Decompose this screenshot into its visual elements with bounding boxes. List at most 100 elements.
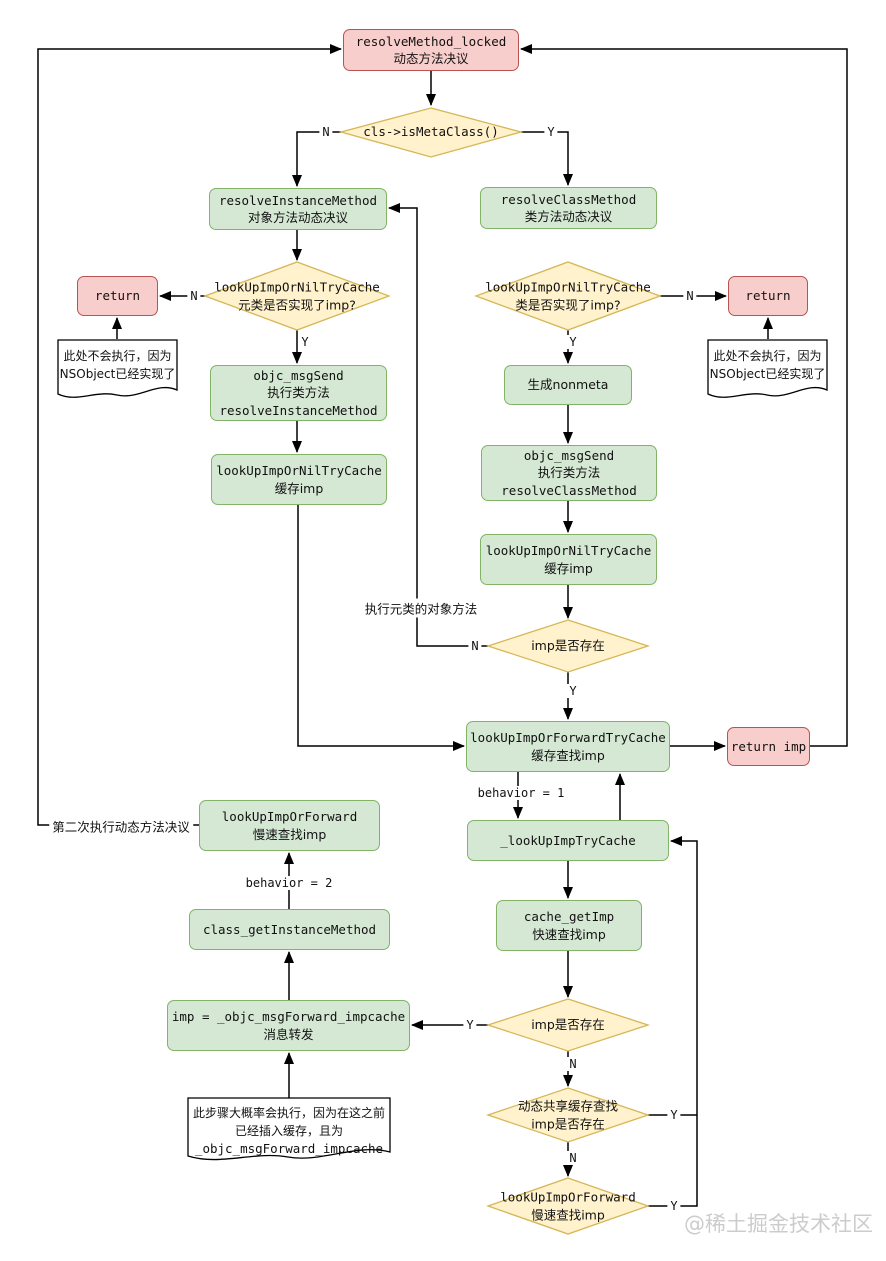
node-text: cache_getImp bbox=[523, 909, 615, 925]
node-text: imp = _objc_msgForward_impcache bbox=[171, 1009, 406, 1025]
node-text: 缓存imp bbox=[544, 560, 593, 576]
node-text: 缓存查找imp bbox=[531, 747, 605, 763]
node-text: 执行类方法 bbox=[537, 465, 601, 481]
decision-text: 元类是否实现了imp? bbox=[238, 297, 356, 312]
decision-text: cls->isMetaClass() bbox=[363, 124, 499, 140]
note-shape-right bbox=[707, 339, 828, 398]
node-text: resolveInstanceMethod bbox=[218, 192, 378, 208]
note-text: 此处不会执行，因为 bbox=[713, 349, 822, 363]
decision-text: imp是否存在 bbox=[531, 1116, 605, 1131]
decision-text: 动态共享缓存查找 bbox=[517, 1098, 619, 1114]
node-text: return bbox=[94, 288, 141, 304]
node-return-imp: return imp bbox=[727, 727, 810, 766]
decision-is-meta-class-label: cls->isMetaClass() bbox=[363, 123, 498, 141]
edge-label-y: Y bbox=[566, 335, 580, 349]
node-lookup-forward-slow: lookUpImpOrForward 慢速查找imp bbox=[199, 800, 380, 851]
connector-lines bbox=[37, 44, 848, 1207]
edge-label-y: Y bbox=[667, 1199, 681, 1213]
node-class-get-instance-method: class_getInstanceMethod bbox=[189, 909, 390, 950]
node-return-left: return bbox=[77, 276, 158, 316]
decision-shapes bbox=[203, 107, 662, 1235]
decision-lookup-nil-meta bbox=[203, 261, 391, 331]
edge-label-n: N bbox=[468, 639, 482, 653]
node-text: return bbox=[745, 288, 791, 304]
node-text: lookUpImpOrNilTryCache bbox=[485, 543, 652, 559]
edge-label-y: Y bbox=[667, 1108, 681, 1122]
edge-label-n: N bbox=[187, 289, 201, 303]
node-text: return imp bbox=[730, 738, 807, 754]
node-text: 对象方法动态决议 bbox=[247, 210, 348, 225]
node-text: resolveMethod_locked bbox=[355, 33, 507, 49]
node-text: lookUpImpOrForward bbox=[221, 809, 358, 825]
node-text: resolveInstanceMethod bbox=[219, 402, 378, 418]
note-left: 此处不会执行，因为 NSObject已经实现了 bbox=[58, 347, 177, 383]
node-msg-forward: imp = _objc_msgForward_impcache 消息转发 bbox=[167, 1000, 410, 1051]
decision-imp-exists-mid-label: imp是否存在 bbox=[531, 637, 605, 655]
node-resolve-class-method: resolveClassMethod 类方法动态决议 bbox=[480, 187, 657, 229]
decision-shared-cache-label: 动态共享缓存查找 imp是否存在 bbox=[518, 1097, 618, 1133]
node-lookup-forward-try-cache: lookUpImpOrForwardTryCache 缓存查找imp bbox=[466, 721, 670, 772]
decision-text: lookUpImpOrNilTryCache bbox=[485, 279, 651, 295]
edge-label-y: Y bbox=[566, 684, 580, 698]
node-text: 生成nonmeta bbox=[527, 377, 609, 393]
decision-imp-exists-mid bbox=[485, 619, 651, 673]
note-text: 此处不会执行，因为 bbox=[63, 349, 172, 363]
node-text: objc_msgSend bbox=[523, 448, 615, 464]
edge-label-n: N bbox=[683, 289, 697, 303]
edge-label-behavior-2: behavior = 2 bbox=[242, 876, 336, 890]
node-gen-nonmeta: 生成nonmeta bbox=[504, 365, 632, 405]
node-text: lookUpImpOrForwardTryCache bbox=[470, 730, 666, 746]
note-text: NSObject已经实现了 bbox=[59, 367, 176, 381]
node-text: 消息转发 bbox=[263, 1026, 314, 1042]
node-msgsend-class: objc_msgSend 执行类方法 resolveClassMethod bbox=[481, 445, 657, 501]
edge-label-n: N bbox=[566, 1151, 580, 1165]
edge-label-y: Y bbox=[298, 335, 312, 349]
note-text: NSObject已经实现了 bbox=[709, 367, 826, 381]
note-right: 此处不会执行，因为 NSObject已经实现了 bbox=[708, 347, 827, 383]
edge-label-behavior-1: behavior = 1 bbox=[474, 786, 568, 800]
decision-text: 类是否实现了imp? bbox=[515, 297, 621, 312]
node-text: 缓存imp bbox=[274, 480, 324, 496]
node-text: _lookUpImpTryCache bbox=[500, 832, 636, 848]
decision-lookup-forward bbox=[486, 1177, 650, 1235]
decision-imp-exists-bottom bbox=[485, 998, 651, 1052]
note-text: _objc_msgForward_impcache bbox=[194, 1141, 384, 1156]
edge-label-exec-meta-object-method: 执行元类的对象方法 bbox=[361, 598, 481, 618]
decision-is-meta-class bbox=[338, 107, 524, 158]
decision-text: imp是否存在 bbox=[531, 638, 605, 654]
edge-label-y: Y bbox=[463, 1018, 477, 1032]
node-lookup-cache-right: lookUpImpOrNilTryCache 缓存imp bbox=[480, 534, 657, 585]
note-bottom: 此步骤大概率会执行，因为在这之前 已经插入缓存，且为 _objc_msgForw… bbox=[188, 1104, 390, 1159]
note-text: 已经插入缓存，且为 bbox=[234, 1124, 343, 1138]
decision-text: lookUpImpOrForward bbox=[500, 1189, 636, 1205]
node-resolve-method-locked: resolveMethod_locked 动态方法决议 bbox=[343, 29, 519, 71]
edge-label-n: N bbox=[566, 1057, 580, 1071]
node-text: 快速查找imp bbox=[532, 926, 606, 942]
node-text: resolveClassMethod bbox=[500, 191, 637, 207]
node-text: class_getInstanceMethod bbox=[202, 921, 377, 937]
node-text: 类方法动态决议 bbox=[524, 209, 613, 224]
decision-lookup-nil-class bbox=[474, 261, 662, 331]
edge-label-second-resolution: 第二次执行动态方法决议 bbox=[49, 816, 193, 836]
watermark: @稀土掘金技术社区 bbox=[684, 1212, 873, 1236]
note-shapes bbox=[57, 339, 828, 1161]
node-cache-get-imp: cache_getImp 快速查找imp bbox=[496, 900, 642, 951]
node-text: objc_msgSend bbox=[253, 368, 344, 384]
decision-text: imp是否存在 bbox=[531, 1017, 605, 1033]
note-text: 此步骤大概率会执行，因为在这之前 bbox=[192, 1106, 385, 1120]
decision-lookup-nil-meta-label: lookUpImpOrNilTryCache 元类是否实现了imp? bbox=[214, 278, 380, 314]
decision-shared-cache bbox=[485, 1087, 651, 1143]
node-msgsend-instance: objc_msgSend 执行类方法 resolveInstanceMethod bbox=[210, 365, 387, 421]
decision-lookup-nil-class-label: lookUpImpOrNilTryCache 类是否实现了imp? bbox=[485, 278, 651, 314]
decision-lookup-forward-label: lookUpImpOrForward 慢速查找imp bbox=[500, 1188, 635, 1224]
decision-text: 慢速查找imp bbox=[531, 1207, 605, 1222]
node-lookup-cache-left: lookUpImpOrNilTryCache 缓存imp bbox=[211, 454, 387, 505]
edge-label-n: N bbox=[319, 125, 333, 139]
node-lookup-imp-try-cache: _lookUpImpTryCache bbox=[467, 820, 669, 861]
note-shape-left bbox=[57, 339, 178, 398]
node-resolve-instance-method: resolveInstanceMethod 对象方法动态决议 bbox=[209, 188, 387, 230]
node-return-right: return bbox=[728, 276, 808, 316]
node-text: 慢速查找imp bbox=[252, 826, 327, 842]
